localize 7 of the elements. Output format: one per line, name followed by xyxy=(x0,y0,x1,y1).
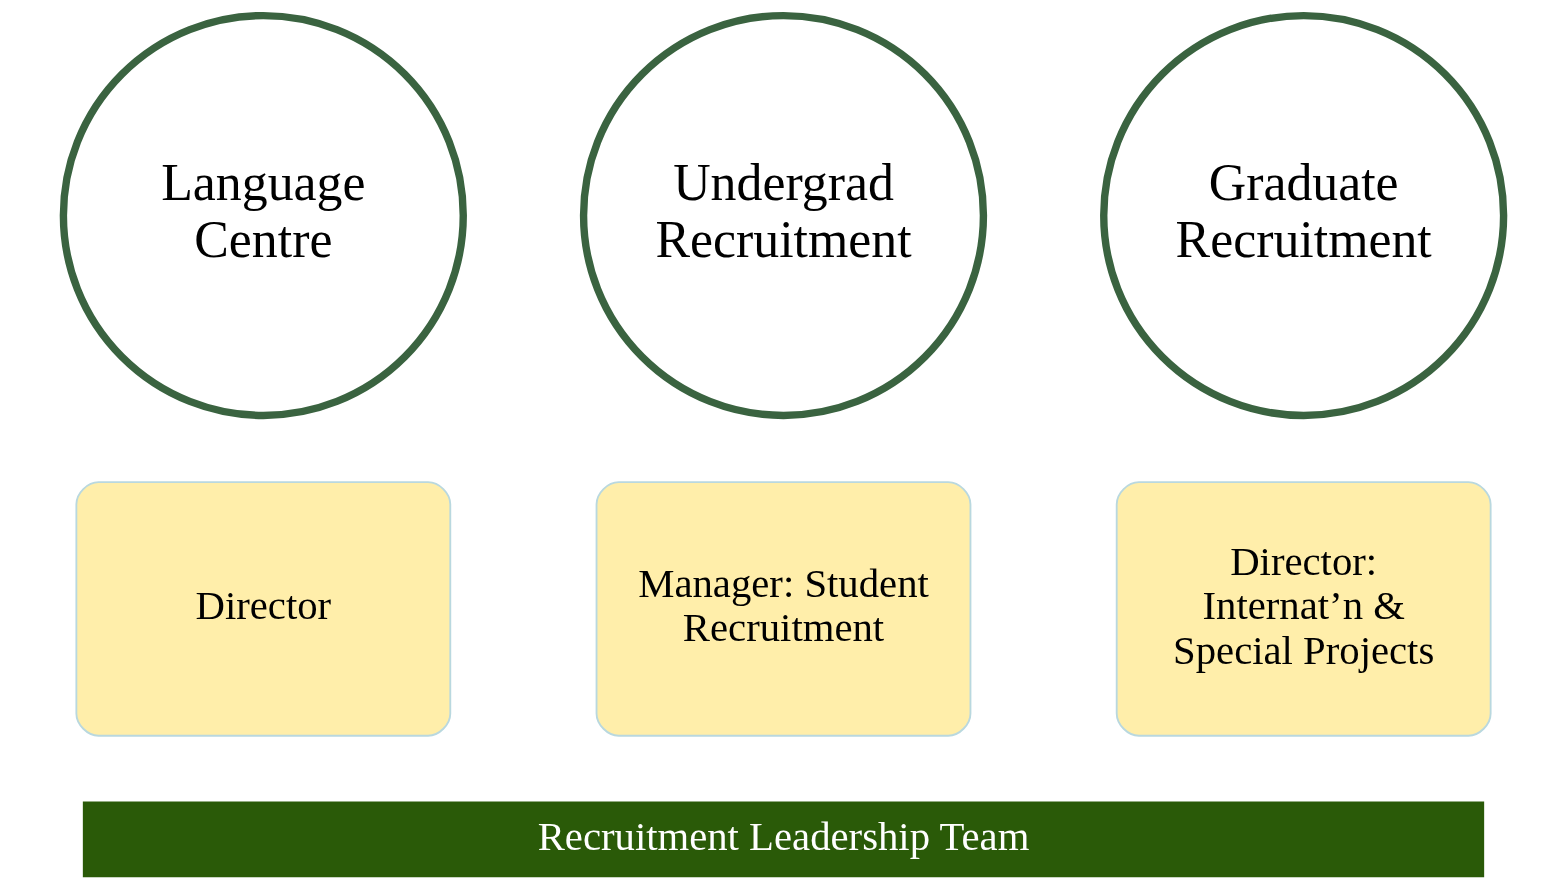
node-box: Manager: Student Recruitment xyxy=(595,481,971,737)
node-box: Director: Internat’n & Special Projects xyxy=(1115,481,1492,737)
node-box: Director xyxy=(74,481,451,737)
node-circle: Undergrad Recruitment xyxy=(579,11,987,420)
node-circle: Language Centre xyxy=(59,11,467,420)
node-box: Recruitment Leadership Team xyxy=(82,801,1484,878)
node-circle: Graduate Recruitment xyxy=(1099,11,1507,420)
